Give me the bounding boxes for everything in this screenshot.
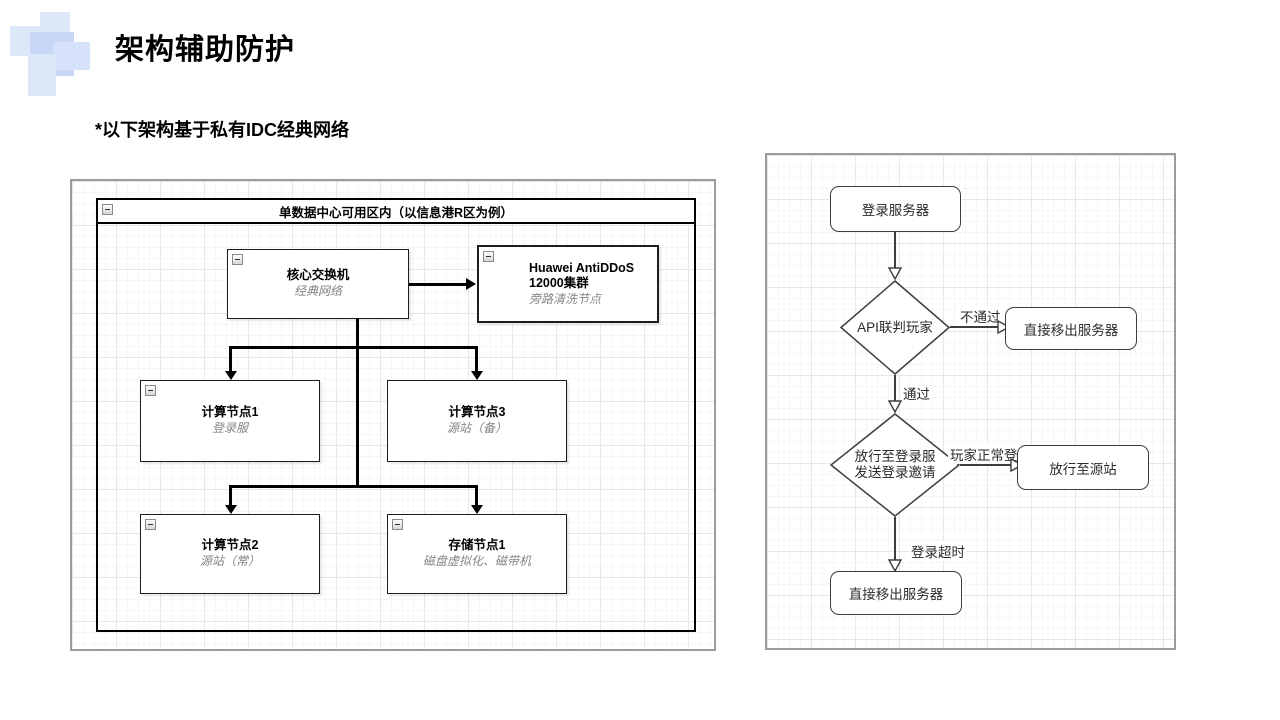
connector-branch-row3 — [229, 485, 478, 488]
flow-node-label: 直接移出服务器 — [848, 587, 944, 602]
edge-label-fail: 不通过 — [958, 306, 1003, 326]
login-flowchart-diagram: 登录服务器 API联判玩家 不通过 直接移出服务器 通过 放行至登录服 发送登录… — [765, 153, 1176, 650]
page-title: 架构辅助防护 — [115, 34, 296, 66]
edge-label-pass: 通过 — [901, 383, 932, 403]
flow-node-label: API联判玩家 — [857, 319, 933, 335]
node-antiddos-cluster: Huawei AntiDDoS 12000集群 旁路清洗节点 — [477, 245, 659, 323]
arrowhead-down-icon — [470, 371, 483, 380]
flow-node-label: 直接移出服务器 — [1023, 322, 1119, 338]
collapse-minus-icon — [232, 254, 243, 265]
logo-square — [54, 42, 90, 70]
node-subtitle: 经典网络 — [293, 284, 342, 299]
node-title-line1: Huawei AntiDDoS — [529, 260, 635, 275]
flow-node-label: 放行至源站 — [1049, 461, 1117, 477]
arrowhead-right-icon — [466, 278, 476, 290]
connector-stub — [229, 346, 232, 372]
flow-decision-api-check — [840, 280, 950, 375]
arrowhead-down-icon — [224, 371, 237, 380]
node-subtitle: 旁路清洗节点 — [529, 291, 602, 306]
node-compute-3: 计算节点3 源站（备） — [387, 380, 567, 462]
flow-node-label: 放行至登录服 — [854, 449, 936, 465]
flow-allow-origin: 放行至源站 — [1017, 445, 1149, 490]
flow-start-login-server: 登录服务器 — [830, 186, 961, 232]
hollow-arrowhead-down-icon — [888, 400, 902, 413]
container-title: 单数据中心可用区内（以信息港R区为例） — [278, 205, 514, 220]
hollow-arrowhead-down-icon — [888, 559, 902, 572]
flow-remove-server-1: 直接移出服务器 — [1005, 307, 1137, 350]
node-compute-2: 计算节点2 源站（常） — [140, 514, 320, 594]
node-subtitle: 源站（常） — [199, 554, 260, 569]
flow-edge — [960, 464, 1012, 466]
node-subtitle: 磁盘虚拟化、磁带机 — [422, 554, 531, 569]
flow-edge — [894, 375, 896, 401]
hollow-arrowhead-down-icon — [888, 267, 902, 280]
connector-trunk — [356, 319, 359, 488]
connector-core-to-antiddos — [409, 283, 467, 286]
datacenter-architecture-diagram: 单数据中心可用区内（以信息港R区为例） 核心交换机 经典网络 Huawei An… — [70, 179, 716, 651]
container-titlebar: 单数据中心可用区内（以信息港R区为例） — [98, 200, 694, 224]
flow-remove-server-2: 直接移出服务器 — [830, 571, 962, 615]
collapse-minus-icon — [483, 251, 494, 262]
connector-branch-row2 — [229, 346, 478, 349]
logo-square — [28, 54, 56, 96]
edge-label-normal-login: 玩家正常登 — [948, 444, 1020, 464]
node-title: 存储节点1 — [448, 538, 506, 553]
node-subtitle: 源站（备） — [446, 421, 507, 436]
collapse-minus-icon — [145, 519, 156, 530]
collapse-minus-icon — [145, 385, 156, 396]
availability-zone-container: 单数据中心可用区内（以信息港R区为例） — [96, 198, 696, 632]
hollow-arrowhead-right-icon — [1010, 458, 1023, 472]
connector-stub — [475, 485, 478, 507]
connector-stub — [229, 485, 232, 507]
flow-edge — [894, 517, 896, 560]
arrowhead-down-icon — [470, 505, 483, 514]
blue-squares-logo-icon — [10, 12, 95, 97]
flow-decision-label: API联判玩家 — [840, 280, 950, 375]
node-title: 核心交换机 — [286, 268, 350, 283]
page-subtitle: *以下架构基于私有IDC经典网络 — [95, 120, 350, 140]
node-title: 计算节点3 — [448, 405, 506, 420]
flow-decision-label: 放行至登录服 发送登录邀请 — [830, 413, 960, 517]
connector-stub — [475, 346, 478, 372]
node-title: 计算节点2 — [201, 538, 259, 553]
arrowhead-down-icon — [224, 505, 237, 514]
node-title: 计算节点1 — [201, 405, 259, 420]
flow-node-label: 发送登录邀请 — [854, 465, 936, 480]
node-title-line2: 12000集群 — [529, 276, 589, 291]
flow-decision-login-invite — [830, 413, 960, 517]
node-core-switch: 核心交换机 经典网络 — [227, 249, 409, 319]
node-subtitle: 登录服 — [211, 421, 248, 436]
node-compute-1: 计算节点1 登录服 — [140, 380, 320, 462]
collapse-minus-icon — [392, 519, 403, 530]
collapse-minus-icon — [102, 204, 113, 215]
edge-label-timeout: 登录超时 — [909, 541, 967, 561]
hollow-arrowhead-right-icon — [997, 320, 1010, 334]
flow-node-label: 登录服务器 — [861, 203, 930, 218]
node-storage-1: 存储节点1 磁盘虚拟化、磁带机 — [387, 514, 567, 594]
flow-edge — [894, 232, 896, 268]
flow-edge — [950, 326, 999, 328]
